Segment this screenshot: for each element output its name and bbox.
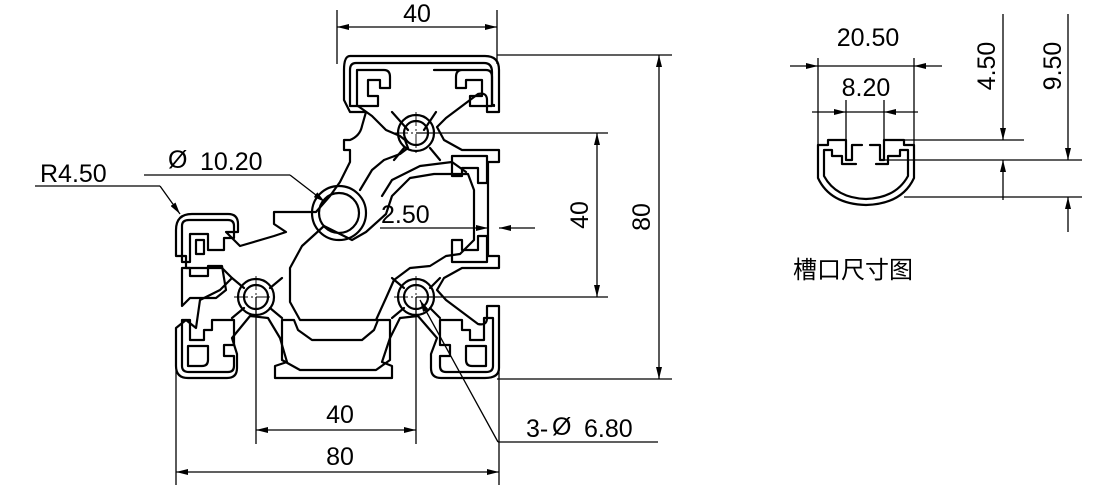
slot-right-lower	[450, 234, 489, 264]
profile-outer-contour	[174, 54, 501, 380]
dim-bottom-inner: 40	[326, 401, 354, 429]
inner-cavity	[288, 172, 476, 322]
dim-hole-prefix: 3-	[526, 415, 548, 443]
dim-right-inner: 40	[566, 201, 594, 229]
web-lower	[390, 276, 442, 320]
center-bore	[310, 184, 368, 242]
slot-right-upper	[450, 154, 489, 185]
slot-bottom-right	[438, 316, 495, 374]
dim-hole-symbol: Ø	[552, 413, 571, 441]
dim-hole-value: 6.80	[584, 415, 633, 443]
slot-bottom-left	[180, 318, 236, 374]
dim-slot-outer-width: 20.50	[837, 24, 900, 52]
main-dimensions: 40 80 40 2.50 40 80 R4.50 Ø 10.20	[35, 0, 672, 485]
dim-bore-symbol: Ø	[168, 146, 187, 174]
dim-corner-radius: R4.50	[40, 160, 107, 188]
slot-caption: 槽口尺寸图	[793, 256, 913, 284]
inner-cavity-secondary	[380, 160, 468, 198]
dim-slot-depth-large: 9.50	[1039, 42, 1067, 91]
dim-center-bore: 10.20	[200, 148, 263, 176]
dim-wall-thickness: 2.50	[381, 201, 430, 229]
slot-left-upper	[180, 218, 236, 264]
slot-left-upper-inner	[194, 238, 206, 256]
slot-detail: 20.50 8.20 4.50 9.50 槽口尺寸图	[790, 14, 1082, 284]
dim-top-width: 40	[403, 0, 431, 28]
dim-bottom-overall: 80	[326, 443, 354, 471]
slot-top-right	[432, 68, 494, 108]
slot-bottom-right-inner	[464, 344, 488, 368]
profile-inner-contour	[348, 61, 496, 192]
web-left	[230, 276, 284, 320]
slot-bottom-center	[280, 318, 392, 372]
profile-section	[174, 54, 501, 380]
slot-detail-shape-inner	[822, 148, 910, 201]
slot-top-left	[355, 68, 392, 108]
slot-bottom-left-inner	[186, 344, 210, 368]
dim-right-overall: 80	[628, 203, 656, 231]
slot-left-lower	[180, 264, 228, 308]
dim-slot-depth-small: 4.50	[973, 42, 1001, 91]
dim-slot-opening: 8.20	[842, 74, 891, 102]
